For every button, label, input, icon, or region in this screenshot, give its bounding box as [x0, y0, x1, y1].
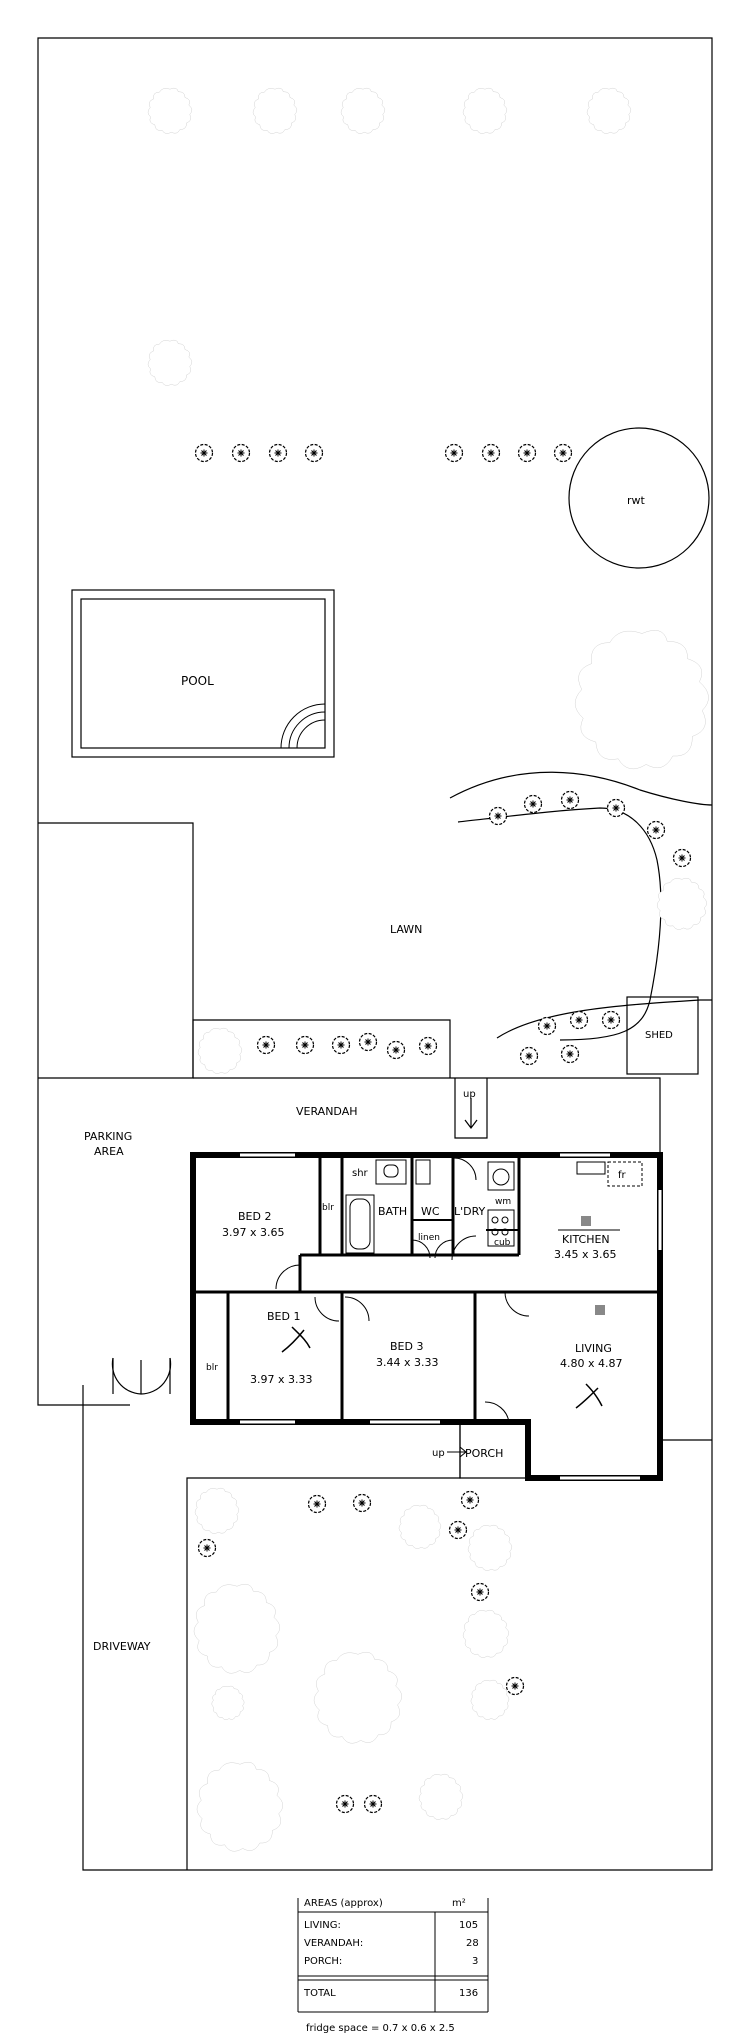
- areas-unit: m²: [452, 1898, 466, 1909]
- area-row-value: 28: [466, 1938, 479, 1949]
- garden-bed-shrubs: [490, 792, 708, 1065]
- pool-label: POOL: [181, 674, 214, 688]
- rwt-label: rwt: [627, 494, 646, 507]
- wc-label: WC: [421, 1205, 440, 1218]
- pool: [71, 589, 335, 758]
- site-boundary: [37, 37, 713, 1871]
- trees-top-row: [146, 87, 632, 387]
- porch-label: PORCH: [465, 1447, 503, 1460]
- shr-label: shr: [352, 1168, 369, 1179]
- bed1-name: BED 1: [267, 1310, 300, 1323]
- fr-label: fr: [618, 1170, 627, 1181]
- kitchen-dims: 3.45 x 3.65: [554, 1248, 617, 1261]
- areas-header: AREAS (approx): [304, 1898, 383, 1909]
- bed3-name: BED 3: [390, 1340, 423, 1353]
- area-row-label: VERANDAH:: [304, 1938, 363, 1949]
- living-heater-square: [595, 1305, 605, 1315]
- bed3-dims: 3.44 x 3.33: [376, 1356, 439, 1369]
- driveway-label: DRIVEWAY: [93, 1640, 151, 1653]
- shed-label: SHED: [645, 1030, 673, 1041]
- bed1-dims: 3.97 x 3.33: [250, 1373, 313, 1386]
- garden-path: [449, 771, 713, 1041]
- shrubs-row: [196, 445, 572, 462]
- ldry-label: L'DRY: [454, 1205, 486, 1218]
- linen-label: linen: [418, 1233, 440, 1243]
- windows: [240, 1152, 663, 1481]
- kitchen-name: KITCHEN: [562, 1233, 610, 1246]
- porch-up-arrow: [447, 1446, 467, 1458]
- wm-label: wm: [495, 1197, 511, 1207]
- ceiling-fans: [281, 1326, 603, 1409]
- area-total-value: 136: [459, 1988, 478, 1999]
- bath-label: BATH: [378, 1205, 407, 1218]
- verandah-label: VERANDAH: [296, 1105, 358, 1118]
- large-tree-right: [575, 630, 708, 769]
- shed: [626, 996, 699, 1075]
- house-walls: [190, 1152, 663, 1481]
- lawn-label: LAWN: [390, 923, 422, 936]
- area-row-label: LIVING:: [304, 1920, 341, 1931]
- blr-bed1-label: blr: [206, 1363, 218, 1373]
- fixtures: [345, 1159, 643, 1254]
- living-dims: 4.80 x 4.87: [560, 1357, 623, 1370]
- blr-bed2-label: blr: [322, 1203, 334, 1213]
- up-label-porch: up: [432, 1448, 445, 1459]
- doors: [275, 1157, 530, 1423]
- area-row-value: 105: [459, 1920, 478, 1931]
- up-label-top: up: [463, 1089, 476, 1100]
- living-name: LIVING: [575, 1342, 612, 1355]
- parking-label-line2: AREA: [94, 1145, 124, 1158]
- rainwater-tank: [568, 427, 710, 569]
- area-total-label: TOTAL: [303, 1988, 336, 1999]
- kitchen-sink-square: [581, 1216, 591, 1226]
- area-row-value: 3: [472, 1956, 478, 1967]
- bed2-dims: 3.97 x 3.65: [222, 1226, 285, 1239]
- front-garden: [186, 1422, 524, 1870]
- fridge-footnote: fridge space = 0.7 x 0.6 x 2.5: [306, 2023, 455, 2034]
- gate: [82, 1357, 172, 1405]
- areas-table: [297, 1898, 489, 2013]
- bed2-name: BED 2: [238, 1210, 271, 1223]
- garden-bed-left: [192, 1019, 451, 1078]
- room-labels: shr BATH WC L'DRY wm linen cub fr blr bl…: [206, 1168, 627, 1460]
- parking-label-line1: PARKING: [84, 1130, 132, 1143]
- cub-label: cub: [494, 1238, 511, 1248]
- area-row-label: PORCH:: [304, 1956, 342, 1967]
